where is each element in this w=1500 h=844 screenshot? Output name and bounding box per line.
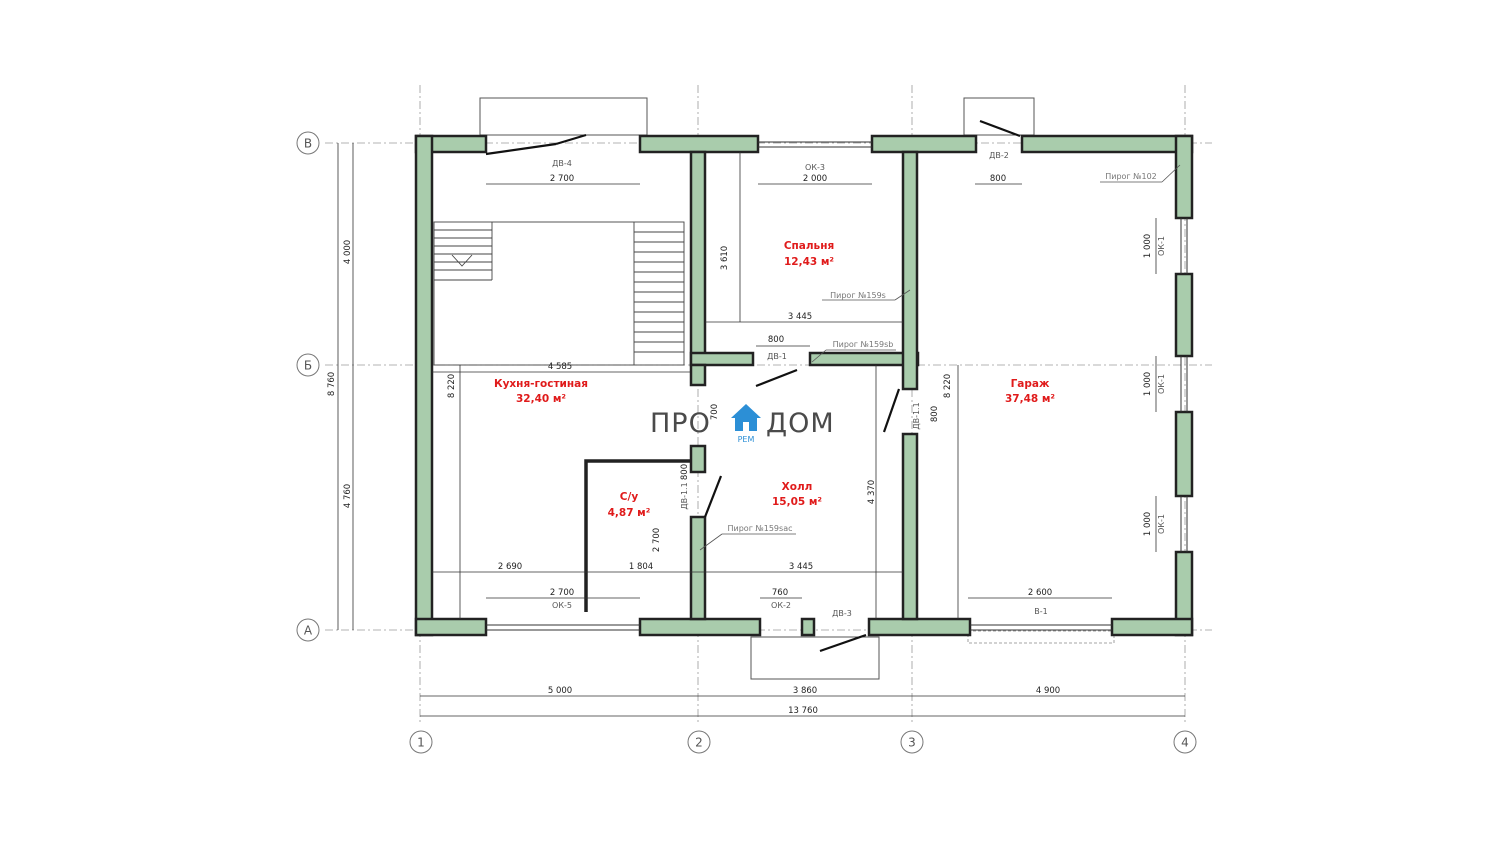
windows	[486, 141, 1188, 631]
dim-4370: 4 370	[867, 480, 877, 504]
dim-800-top: 800	[990, 174, 1006, 184]
room-garage-area: 37,48 м²	[1005, 393, 1055, 405]
dim-4000: 4 000	[343, 240, 353, 264]
window-ok3-label: ОК-3	[805, 163, 825, 172]
dim-5000: 5 000	[548, 686, 572, 696]
dim-8220-b: 8 220	[943, 374, 953, 398]
dim-800-c: 800	[930, 406, 940, 422]
window-ok1-c-label: ОК-1	[1157, 514, 1166, 534]
dim-700: 700	[710, 404, 720, 420]
dim-2700-bottom: 2 700	[550, 588, 574, 598]
room-garage-name: Гараж	[1011, 378, 1050, 390]
dim-8220-a: 8 220	[447, 374, 457, 398]
axis-row-a: А	[304, 624, 313, 638]
dim-8760: 8 760	[327, 372, 337, 396]
dim-800-d: 800	[680, 464, 690, 480]
dim-760: 760	[772, 588, 788, 598]
room-labels: Кухня-гостиная 32,40 м² Спальня 12,43 м²…	[494, 240, 1055, 519]
door-dv4-label: ДВ-4	[552, 159, 572, 168]
room-hall-area: 15,05 м²	[772, 496, 822, 508]
dimension-lines	[337, 143, 1185, 717]
ref-159sb: Пирог №159sb	[833, 340, 894, 349]
dim-1000-b: 1 000	[1143, 372, 1153, 396]
dim-2600: 2 600	[1028, 588, 1052, 598]
room-bedroom-name: Спальня	[784, 240, 834, 252]
leader-lines	[699, 164, 1181, 551]
doors	[485, 119, 1021, 653]
room-kitchen-name: Кухня-гостиная	[494, 378, 588, 390]
dim-800-b: 800	[768, 335, 784, 345]
interior-walls	[584, 150, 920, 621]
dim-4900: 4 900	[1036, 686, 1060, 696]
room-wc-area: 4,87 м²	[608, 507, 651, 519]
dim-3860: 3 860	[793, 686, 817, 696]
axis-markers: В Б А 1 2 3 4	[296, 131, 1197, 754]
staircase	[433, 221, 685, 366]
room-wc-name: С/у	[620, 491, 639, 503]
brand-logo: ПРО РЕМ ДОМ	[650, 404, 835, 444]
dim-2000: 2 000	[803, 174, 827, 184]
dim-2700-vertical: 2 700	[652, 528, 662, 552]
dim-4585: 4 585	[548, 362, 572, 372]
axis-row-v: В	[304, 137, 312, 151]
logo-text-left: ПРО	[650, 408, 711, 439]
reference-labels: Пирог №102 Пирог №159s Пирог №159sb Пиро…	[728, 172, 1157, 533]
ref-159s: Пирог №159s	[830, 291, 886, 300]
opening-labels: ДВ-4 ДВ-2 ДВ-1 ОК-3 ОК-5 ОК-2 ДВ-3 В-1 О…	[552, 151, 1166, 618]
dim-4760: 4 760	[343, 484, 353, 508]
room-kitchen-area: 32,40 м²	[516, 393, 566, 405]
dim-13760: 13 760	[788, 706, 818, 716]
dim-1000-c: 1 000	[1143, 512, 1153, 536]
dim-1804: 1 804	[629, 562, 653, 572]
dim-2700-top: 2 700	[550, 174, 574, 184]
dim-1000-a: 1 000	[1143, 234, 1153, 258]
gate-v1-label: В-1	[1034, 607, 1047, 616]
window-ok5-label: ОК-5	[552, 601, 572, 610]
logo-sub: РЕМ	[738, 435, 755, 444]
door-dv1-label: ДВ-1	[767, 352, 787, 361]
house-icon	[731, 404, 761, 431]
dim-3445-a: 3 445	[788, 312, 812, 322]
door-dv3-label: ДВ-3	[832, 609, 852, 618]
window-ok1-a-label: ОК-1	[1157, 236, 1166, 256]
porches	[479, 97, 1115, 680]
ref-102: Пирог №102	[1105, 172, 1157, 181]
ref-159sac: Пирог №159sac	[728, 524, 793, 533]
door-dv11-left-label: ДВ-1.1	[680, 482, 689, 509]
door-dv11-right-label: ДВ-1.1	[912, 402, 921, 429]
dim-3610: 3 610	[720, 246, 730, 270]
axis-col-4: 4	[1181, 736, 1189, 750]
dim-2690: 2 690	[498, 562, 522, 572]
dimension-labels: 2 700 2 000 800 3 445 800 4 585 2 690 1 …	[327, 174, 1153, 716]
axis-row-b: Б	[304, 359, 312, 373]
room-bedroom-area: 12,43 м²	[784, 256, 834, 268]
axis-col-2: 2	[695, 736, 703, 750]
window-ok2-label: ОК-2	[771, 601, 791, 610]
axis-col-1: 1	[417, 736, 425, 750]
exterior-walls	[414, 134, 1194, 637]
dim-3445-b: 3 445	[789, 562, 813, 572]
room-hall-name: Холл	[782, 481, 813, 493]
axis-col-3: 3	[908, 736, 916, 750]
door-dv2-label: ДВ-2	[989, 151, 1009, 160]
logo-text-right: ДОМ	[766, 408, 835, 439]
window-ok1-b-label: ОК-1	[1157, 374, 1166, 394]
